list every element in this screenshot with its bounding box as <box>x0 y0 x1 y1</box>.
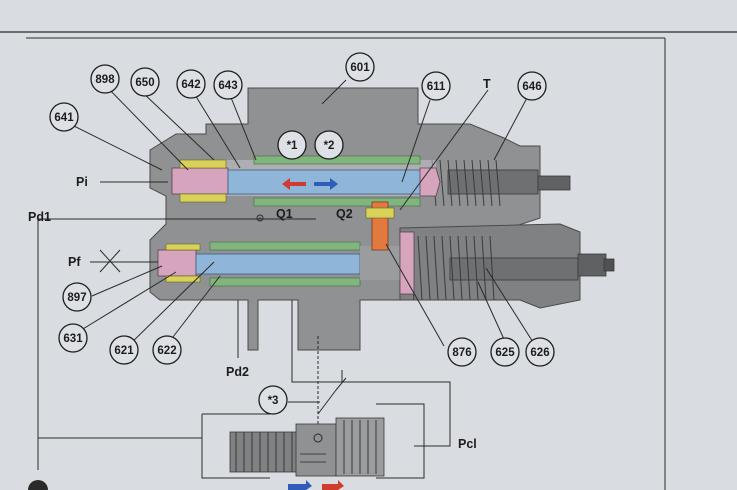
actuator <box>229 417 385 490</box>
callout-897-text: 897 <box>67 292 86 304</box>
callout-631-text: 631 <box>63 333 83 345</box>
label-pi: Pi <box>76 175 88 189</box>
label-q2: Q2 <box>336 207 353 221</box>
callout-650-text: 650 <box>135 77 154 89</box>
callout-642-text: 642 <box>181 79 200 91</box>
upper-yellow-seal <box>179 159 227 169</box>
callout-898-text: 898 <box>95 74 115 86</box>
lower-spool-body <box>195 253 361 275</box>
actuator-blue-arrow <box>288 480 312 490</box>
callout-611: 611 <box>421 71 451 101</box>
blue-flow-arrow <box>314 178 338 190</box>
callout-626-text: 626 <box>530 347 549 359</box>
callout-622: 622 <box>152 335 182 365</box>
label-pf: Pf <box>68 255 81 269</box>
callout-631: 631 <box>58 323 88 353</box>
lower-pink-plug <box>157 249 197 277</box>
callout-621-text: 621 <box>114 345 134 357</box>
callout-star2-text: *2 <box>324 140 335 152</box>
callout-646-text: 646 <box>522 81 541 93</box>
upper-pink-plug <box>171 167 229 195</box>
callout-898: 898 <box>90 64 120 94</box>
callout-625-text: 625 <box>495 347 515 359</box>
callout-650: 650 <box>130 67 160 97</box>
actuator-red-arrow <box>322 480 344 490</box>
callout-625: 625 <box>490 337 520 367</box>
lever-pin <box>365 207 395 219</box>
callout-876-text: 876 <box>452 347 471 359</box>
label-t: T <box>483 77 491 91</box>
callout-642: 642 <box>176 69 206 99</box>
callout-643: 643 <box>213 70 243 100</box>
port-symbol <box>28 480 48 490</box>
pf-cross <box>99 249 121 273</box>
callout-641: 641 <box>49 102 79 132</box>
callout-star3-text: *3 <box>268 395 279 407</box>
callout-601: 601 <box>345 52 375 82</box>
label-pd1: Pd1 <box>28 210 51 224</box>
callout-star1: *1 <box>277 130 307 160</box>
callout-641-text: 641 <box>54 112 74 124</box>
lower-spool <box>157 231 415 295</box>
label-q1: Q1 <box>276 207 293 221</box>
callout-876: 876 <box>447 337 477 367</box>
callout-643-text: 643 <box>218 80 237 92</box>
upper-spool <box>171 155 441 207</box>
callouts: 601 611 646 898 650 642 643 641 *1 *2 89… <box>49 52 555 415</box>
callout-626: 626 <box>525 337 555 367</box>
callout-646: 646 <box>517 71 547 101</box>
callout-621: 621 <box>109 335 139 365</box>
hydraulic-lines <box>37 181 451 479</box>
callout-611-text: 611 <box>427 81 446 93</box>
leader-lines <box>69 79 539 403</box>
callout-897: 897 <box>62 282 92 312</box>
red-flow-arrow <box>282 178 306 190</box>
callout-601-text: 601 <box>350 62 370 74</box>
callout-622-text: 622 <box>157 345 176 357</box>
label-pcl: Pcl <box>458 437 477 451</box>
callout-star2: *2 <box>314 130 344 160</box>
label-pd2: Pd2 <box>226 365 249 379</box>
callout-star1-text: *1 <box>287 140 298 152</box>
callout-star3: *3 <box>258 385 288 415</box>
